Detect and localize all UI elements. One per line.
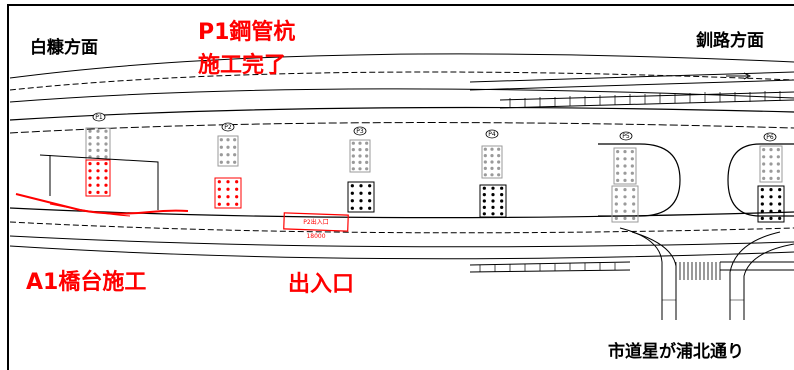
p3-pile-group-lower	[347, 181, 375, 213]
a1-abutment-outline	[39, 154, 159, 210]
drawing-frame	[7, 4, 794, 370]
outer-edge-line-bottom	[9, 245, 794, 260]
p2-pile-group-lower	[214, 177, 242, 209]
p5-pile-group-lower	[611, 185, 639, 223]
entrance-box-label: P2出入口	[303, 218, 328, 226]
outer-edge-line-top	[9, 53, 794, 79]
p6-pile-group-lower	[757, 185, 785, 223]
pier-tag-label: P2	[224, 124, 232, 131]
center-line-dashed	[9, 122, 794, 134]
edge-line-bottom	[9, 235, 794, 248]
p2-pile-group-upper	[217, 135, 239, 167]
pier-tag-label: P6	[766, 134, 774, 141]
upper-frontage	[469, 71, 794, 109]
median-island-far-right	[727, 143, 794, 217]
pier-tags: P1 P2 P3 P4 P5 P6	[92, 112, 777, 142]
p5-pile-group-upper	[613, 147, 637, 185]
ramp-springs	[675, 262, 721, 280]
carriageway-line-bottom	[9, 207, 794, 219]
pier-tag-p6: P6	[763, 132, 777, 142]
alignment-lines	[9, 53, 794, 260]
p4-pile-group-lower	[479, 184, 507, 218]
pile-groups	[85, 127, 785, 223]
p1-status-line1: P1鋼管杭	[198, 20, 296, 45]
pier-tag-label: P3	[356, 128, 364, 135]
p3-pile-group-upper	[349, 139, 371, 173]
pier-tag-p5: P5	[619, 131, 633, 141]
pier-tag-p4: P4	[485, 129, 499, 139]
a1-abutment-label: A1橋台施工	[26, 270, 147, 295]
pier-tag-label: P5	[622, 133, 630, 140]
edge-line-top-dashed	[9, 71, 794, 91]
p1-pile-group-upper	[85, 127, 111, 161]
direction-label-right: 釧路方面	[696, 31, 764, 51]
p4-pile-group-upper	[481, 145, 503, 179]
pier-tag-p3: P3	[353, 126, 367, 136]
lower-frontage	[469, 261, 794, 273]
p6-pile-group-upper	[759, 145, 783, 183]
entrance-box: P2出入口 18000	[283, 212, 349, 240]
shoulder-line-bottom-dashed	[9, 221, 794, 234]
p1-pile-group-lower	[85, 159, 111, 197]
entrance-label: 出入口	[288, 272, 355, 297]
a1-abutment-marking	[15, 193, 189, 217]
pier-tag-label: P4	[488, 131, 496, 138]
entrance-width-dimension: 18000	[306, 233, 325, 240]
direction-label-left: 白糠方面	[30, 38, 98, 58]
pier-tag-label: P1	[95, 114, 103, 121]
shoulder-line-top	[9, 88, 794, 103]
p1-status-line2: 施工完了	[198, 53, 287, 78]
carriageway-line-top	[9, 106, 794, 121]
pier-tag-p1: P1	[92, 112, 106, 122]
median-island-right	[598, 143, 681, 217]
city-road-label: 市道星が浦北通り	[608, 342, 744, 362]
pier-tag-p2: P2	[221, 122, 235, 132]
median-islands	[598, 143, 794, 217]
ramp-lines	[619, 227, 794, 320]
